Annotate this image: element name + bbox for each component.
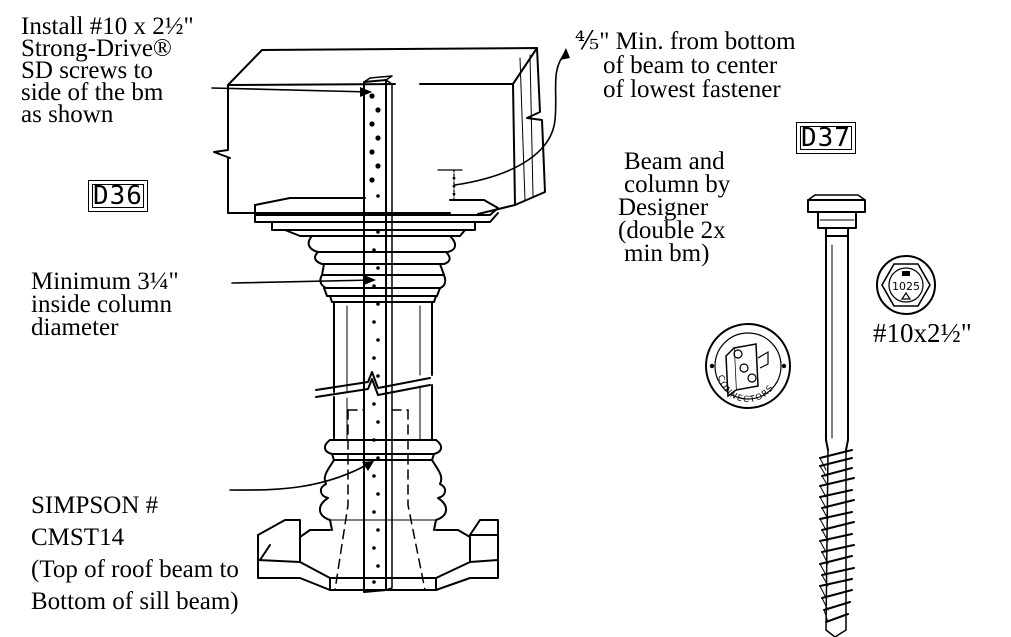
beam-column-line: column by [624, 171, 731, 198]
screw-head-icon: 1025 [876, 255, 936, 315]
strap-fastener-holes [369, 93, 456, 584]
detail-tag-d36: D36 [88, 180, 148, 212]
arrowheads [360, 48, 570, 471]
column-shaft [315, 301, 433, 441]
min-diameter-note: Minimum 3¼" inside column diameter [31, 268, 179, 341]
beam-column-line: Beam and [624, 148, 725, 175]
install-screws-note: Install #10 x 2½" Strong-Drive® SD screw… [21, 13, 194, 128]
detail-tag-d37: D37 [796, 122, 856, 154]
install-note-line: SD screws to [21, 57, 153, 84]
simpson-strap-note: SIMPSON # CMST14 (Top of roof beam to Bo… [31, 490, 239, 618]
min-diameter-line: inside column [31, 291, 172, 318]
beam-column-line: (double 2x [618, 217, 726, 244]
simpson-line: CMST14 [31, 524, 125, 551]
min-fastener-line: of lowest fastener [603, 76, 781, 103]
beam-column-line: min bm) [624, 240, 710, 267]
screw-size-label: #10x2½" [873, 318, 972, 348]
cmst14-strap [363, 75, 393, 593]
min-fastener-line: of beam to center [603, 52, 778, 79]
install-note-line: as shown [21, 101, 114, 128]
column-base [257, 409, 499, 591]
simpson-line: SIMPSON # [31, 492, 159, 519]
min-fastener-line: ⅘" Min. from bottom [575, 28, 796, 55]
beam-column-line: Designer [618, 194, 709, 221]
min-diameter-line: Minimum 3¼" [31, 268, 179, 295]
column-capital [254, 197, 499, 303]
sd-screw [807, 194, 866, 637]
leaders [211, 51, 567, 491]
beam [213, 47, 546, 215]
connectors-logo-icon: CONNECTORS [705, 323, 791, 409]
min-fastener-note: ⅘" Min. from bottom of beam to center of… [575, 28, 796, 103]
screw-head-text: 1025 [892, 280, 920, 293]
simpson-line: Bottom of sill beam) [31, 588, 239, 615]
beam-column-note: Beam and column by Designer (double 2x m… [618, 148, 731, 267]
simpson-line: (Top of roof beam to [31, 556, 239, 583]
install-note-line: side of the bm [21, 79, 164, 106]
install-note-line: Install #10 x 2½" [21, 13, 194, 40]
min-diameter-line: diameter [31, 314, 119, 341]
screw-size-text: #10x2½" [873, 318, 972, 348]
install-note-line: Strong-Drive® [21, 35, 172, 62]
